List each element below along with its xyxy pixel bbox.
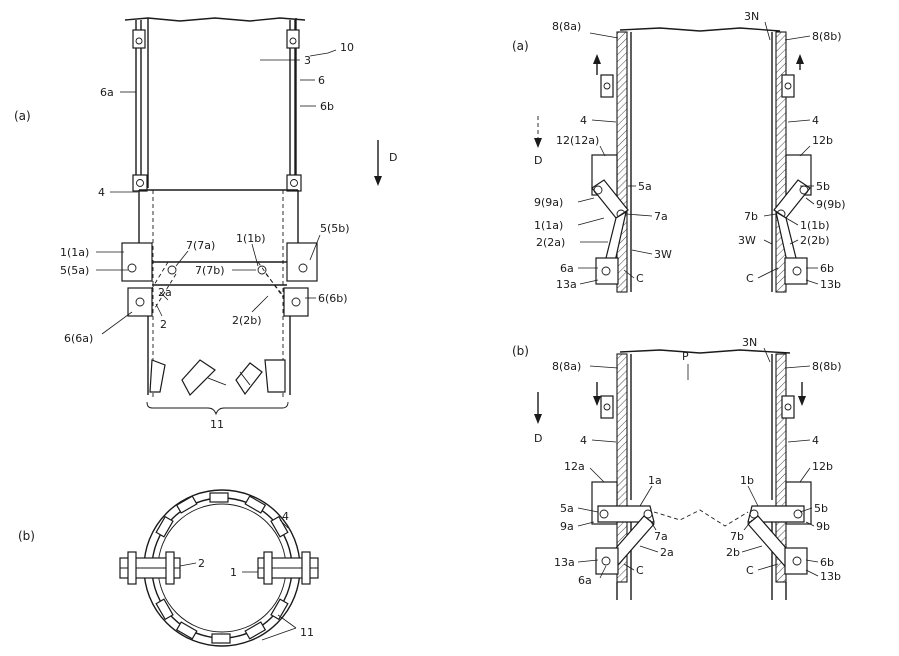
rb-label-7a: 7a [654,530,668,543]
label-b-11: 11 [300,626,314,639]
ra-label-3W-right: 3W [738,234,756,247]
ra-label-12b: 12b [812,134,833,147]
label-11: 11 [210,418,224,431]
ra-label-9-9a: 9(9a) [534,196,563,209]
rb-label-13b: 13b [820,570,841,583]
rb-label-3N: 3N [742,336,757,349]
rb-label-2a: 2a [660,546,674,559]
rb-label-1b: 1b [740,474,754,487]
ra-label-1-1a: 1(1a) [534,219,563,232]
ra-label-8-8a: 8(8a) [552,20,581,33]
left-view-a: (a) [14,17,397,431]
rb-label-12a: 12a [564,460,585,473]
label-2-2b: 2(2b) [232,314,262,327]
right-a-direction-label: D [534,154,542,167]
label-b-4: 4 [282,510,289,523]
rb-label-9a: 9a [560,520,574,533]
rb-label-8-8a: 8(8a) [552,360,581,373]
ra-label-4-left: 4 [580,114,587,127]
ra-label-2-2a: 2(2a) [536,236,565,249]
ra-label-7b: 7b [744,210,758,223]
rb-label-8-8b: 8(8b) [812,360,842,373]
ra-label-3N: 3N [744,10,759,23]
rb-label-1a: 1a [648,474,662,487]
left-view-b: (b) 2 1 4 11 [18,489,319,647]
ra-label-2-2b: 2(2b) [800,234,830,247]
ra-label-5b: 5b [816,180,830,193]
ra-label-5a: 5a [638,180,652,193]
ra-label-13b: 13b [820,278,841,291]
ra-label-6a: 6a [560,262,574,275]
label-5-5b: 5(5b) [320,222,350,235]
right-view-a-label: (a) [512,39,529,53]
rb-label-2b: 2b [726,546,740,559]
ra-label-3W-left: 3W [654,248,672,261]
rb-label-4-right: 4 [812,434,819,447]
rb-label-9b: 9b [816,520,830,533]
label-1-1a: 1(1a) [60,246,89,259]
rb-label-6b: 6b [820,556,834,569]
rb-label-12b: 12b [812,460,833,473]
label-b-2: 2 [198,557,205,570]
ra-label-C-left: C [636,272,644,285]
ra-label-9-9b: 9(9b) [816,198,846,211]
label-b-1: 1 [230,566,237,579]
rb-label-6a: 6a [578,574,592,587]
rb-label-13a: 13a [554,556,575,569]
rb-label-C-right: C [746,564,754,577]
ra-label-4-right: 4 [812,114,819,127]
rb-label-7b: 7b [730,530,744,543]
label-4: 4 [98,186,105,199]
ra-label-8-8b: 8(8b) [812,30,842,43]
rb-label-5b: 5b [814,502,828,515]
label-2: 2 [160,318,167,331]
ra-label-1-1b: 1(1b) [800,219,830,232]
label-7-7a: 7(7a) [186,239,215,252]
label-6-6a: 6(6a) [64,332,93,345]
right-view-b-label: (b) [512,344,529,358]
right-view-b: (b) [512,336,842,600]
label-5-5a: 5(5a) [60,264,89,277]
ra-label-7a: 7a [654,210,668,223]
label-6: 6 [318,74,325,87]
label-7-7b: 7(7b) [195,264,225,277]
label-6b: 6b [320,100,334,113]
rb-label-C-left: C [636,564,644,577]
label-3: 3 [304,54,311,67]
ra-label-C-right: C [746,272,754,285]
rb-label-P: P [682,350,689,363]
label-1-1b: 1(1b) [236,232,266,245]
left-view-a-label: (a) [14,109,31,123]
ra-label-12-12a: 12(12a) [556,134,599,147]
left-direction-label: D [389,151,397,164]
ra-label-13a: 13a [556,278,577,291]
rb-label-4-left: 4 [580,434,587,447]
rb-label-5a: 5a [560,502,574,515]
left-view-b-label: (b) [18,529,35,543]
label-6a: 6a [100,86,114,99]
label-2a: 2a [158,286,172,299]
right-b-direction-label: D [534,432,542,445]
ra-label-6b: 6b [820,262,834,275]
label-6-6b: 6(6b) [318,292,348,305]
label-10: 10 [340,41,354,54]
right-view-a: (a) D [512,10,846,293]
